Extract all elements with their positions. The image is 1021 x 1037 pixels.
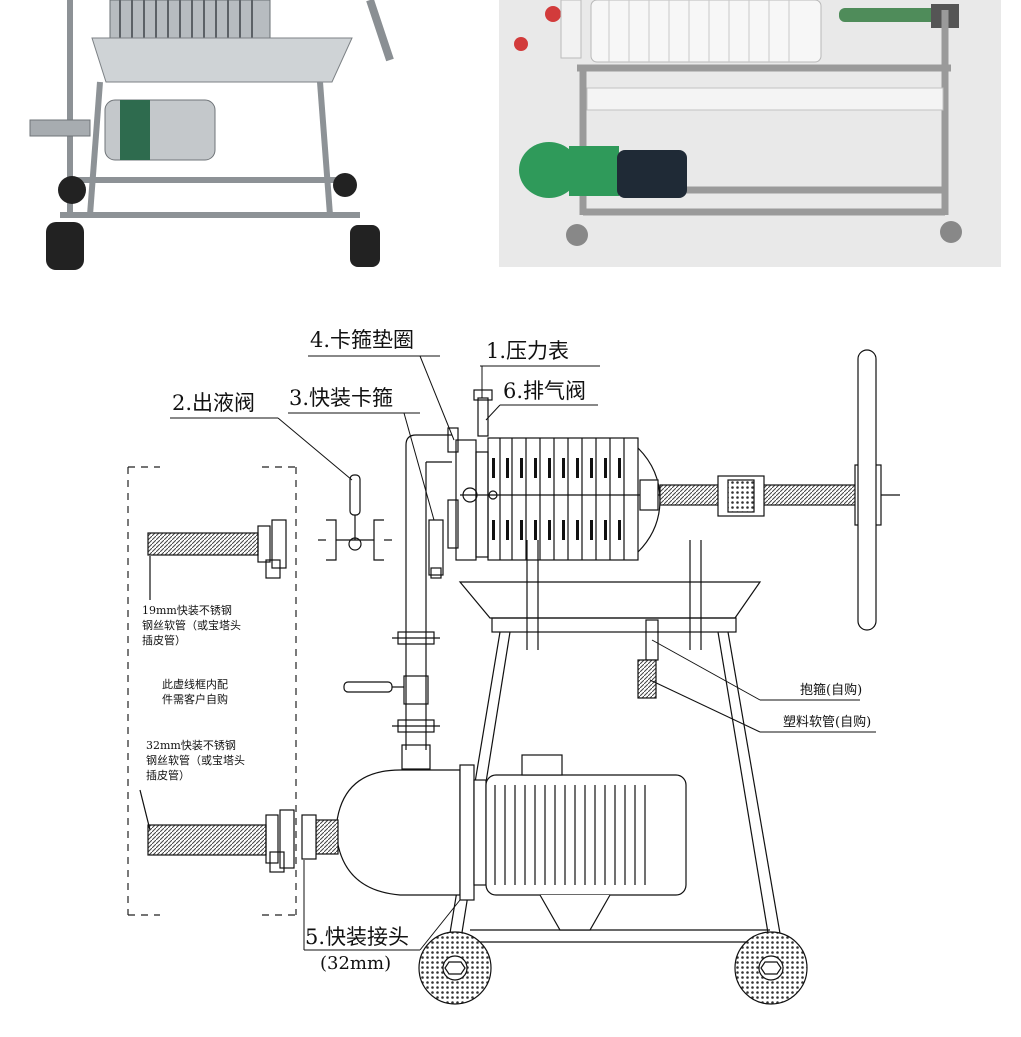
clamp-gasket-label: 4.卡箍垫圈	[310, 328, 415, 352]
wheel-right	[734, 931, 808, 1005]
quick-connector-size: (32mm)	[320, 953, 392, 974]
drip-tray	[458, 540, 762, 699]
hoop-label: 抱箍(自购)	[800, 683, 863, 698]
hose-32mm	[139, 789, 295, 873]
hose-19mm-note: 19mm快装不锈钢 钢丝软管（或宝塔头 插皮管）	[142, 604, 241, 649]
white-plate-filter-press-drawing	[499, 0, 1001, 267]
hose-19mm-note-line2: 钢丝软管（或宝塔头	[142, 618, 241, 632]
quick-connector-label: 5.快装接头	[305, 925, 410, 949]
stainless-filter-press-photo	[0, 0, 478, 280]
plastic-hose-label: 塑料软管(自购)	[783, 715, 872, 730]
hose-32mm-note: 32mm快装不锈钢 钢丝软管（或宝塔头 插皮管）	[146, 739, 245, 784]
wheel-left	[418, 931, 492, 1005]
outlet-valve-drawing	[318, 474, 392, 561]
vertical-pipe	[343, 434, 452, 770]
vent-valve-label: 6.排气阀	[503, 379, 587, 403]
hose-32mm-note-line2: 钢丝软管（或宝塔头	[146, 753, 245, 767]
quick-clamp-label: 3.快装卡箍	[289, 386, 394, 410]
dashed-box-note: 此虚线框内配 件需客户自购	[162, 678, 228, 708]
customer-supplied-dashed-box	[127, 466, 297, 916]
filter-plates	[447, 389, 900, 561]
screw-rod-and-handwheel	[639, 349, 882, 631]
hose-19mm-note-line1: 19mm快装不锈钢	[142, 604, 232, 617]
pressure-gauge-label: 1.压力表	[486, 339, 570, 363]
hose-32mm-note-line1: 32mm快装不锈钢	[146, 739, 236, 752]
pump-and-motor	[301, 754, 687, 931]
stainless-filter-press-drawing	[29, 0, 394, 270]
dashed-box-note-line2: 件需客户自购	[162, 692, 228, 706]
leader-lines	[170, 355, 876, 951]
hose-32mm-note-line3: 插皮管）	[146, 768, 190, 782]
hose-19mm-note-line3: 插皮管）	[142, 633, 186, 647]
outlet-valve-label: 2.出液阀	[172, 391, 256, 415]
hose-19mm	[147, 519, 287, 600]
dashed-box-note-line1: 此虚线框内配	[162, 678, 228, 691]
white-plate-filter-press-photo	[499, 0, 1001, 267]
